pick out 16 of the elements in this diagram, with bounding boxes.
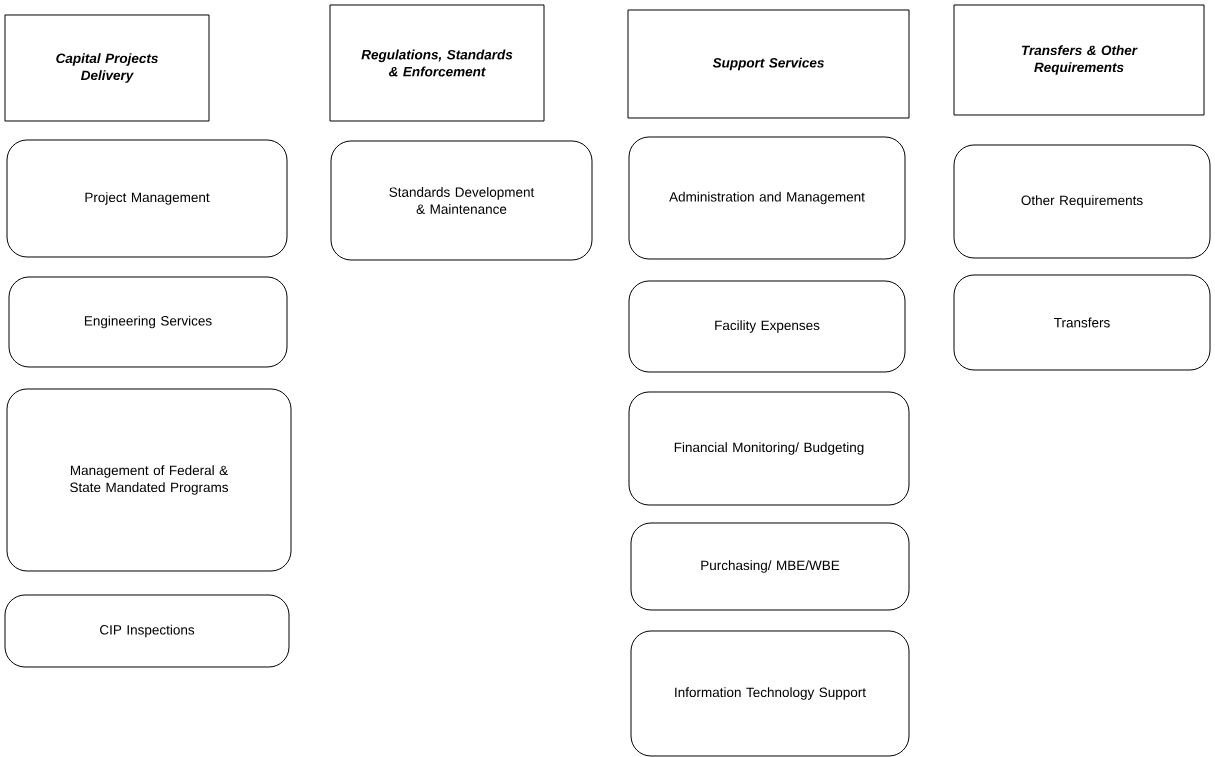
heading-box: Regulations, Standards & Enforcement bbox=[329, 4, 545, 122]
rounded-box: Engineering Services bbox=[8, 276, 288, 368]
rounded-box: Facility Expenses bbox=[628, 280, 906, 373]
rounded-box: Transfers bbox=[953, 274, 1211, 371]
rounded-box: Management of Federal & State Mandated Programs bbox=[6, 388, 292, 572]
rounded-box: Standards Development & Maintenance bbox=[330, 140, 593, 261]
rounded-box: Project Management bbox=[6, 139, 288, 258]
rounded-box: Information Technology Support bbox=[630, 630, 910, 757]
rounded-box: Purchasing/ MBE/WBE bbox=[630, 522, 910, 611]
rounded-box: Administration and Management bbox=[628, 136, 906, 260]
rounded-box: CIP Inspections bbox=[4, 594, 290, 668]
rounded-box: Other Requirements bbox=[953, 144, 1211, 259]
heading-box: Capital Projects Delivery bbox=[4, 14, 210, 122]
heading-box: Support Services bbox=[627, 9, 910, 119]
heading-box: Transfers & Other Requirements bbox=[953, 4, 1205, 116]
rounded-box: Financial Monitoring/ Budgeting bbox=[628, 391, 910, 506]
